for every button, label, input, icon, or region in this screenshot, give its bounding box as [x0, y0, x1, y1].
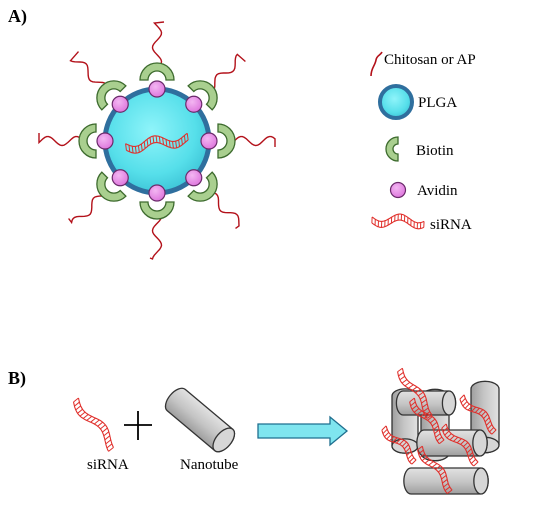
sirna-nanotube-complex — [381, 367, 500, 495]
avidin-sphere — [96, 132, 114, 150]
nanotube-icon — [164, 387, 236, 453]
avidin-spheres — [96, 80, 218, 202]
right-arrow-icon — [257, 415, 349, 447]
legend: Chitosan or AP PLGA Biotin Avidin siRNA — [370, 51, 476, 233]
biotin-shell — [187, 171, 218, 202]
chitosan-chain — [151, 21, 165, 70]
avidin-sphere — [148, 80, 166, 98]
chitosan-chain — [228, 135, 276, 147]
avidin-sphere — [111, 95, 129, 113]
chitosan-chain — [210, 53, 246, 94]
complex-tube — [403, 467, 489, 495]
avidin-icon — [389, 181, 407, 199]
chitosan-chain — [149, 212, 163, 260]
complex-tube — [416, 429, 488, 457]
legend-label-plga: PLGA — [418, 95, 457, 111]
legend-item-avidin: Avidin — [389, 181, 458, 199]
nanoparticle-group — [38, 21, 276, 260]
core-sirna-icon — [125, 132, 189, 154]
legend-label-biotin: Biotin — [416, 143, 454, 159]
biotin-shell — [139, 201, 175, 220]
panel-b-label: B) — [8, 368, 26, 389]
sirna-strand-icon — [72, 397, 114, 452]
avidin-sphere — [200, 132, 218, 150]
plus-sign — [124, 411, 152, 440]
plga-icon — [378, 84, 414, 120]
legend-item-plga: PLGA — [378, 84, 457, 120]
chitosan-chain — [207, 191, 240, 229]
nanotube-label: Nanotube — [180, 457, 239, 473]
biotin-shell — [78, 123, 97, 159]
panel-a-label: A) — [8, 6, 27, 27]
sirna-icon — [371, 213, 425, 230]
legend-item-chitosan: Chitosan or AP — [370, 51, 476, 77]
legend-item-sirna: siRNA — [371, 213, 472, 233]
avidin-sphere — [185, 169, 203, 187]
legend-item-biotin: Biotin — [385, 136, 454, 162]
avidin-sphere — [111, 169, 129, 187]
chitosan-chains — [38, 21, 276, 260]
biotin-icon — [385, 136, 399, 162]
biotin-shell — [217, 123, 236, 159]
biotin-shells — [78, 62, 236, 220]
nanotube-body — [164, 387, 236, 453]
complex-tube — [395, 390, 457, 416]
legend-label-chitosan: Chitosan or AP — [384, 52, 476, 68]
avidin-sphere — [185, 95, 203, 113]
sirna-label: siRNA — [87, 457, 129, 473]
chitosan-chain — [68, 194, 110, 225]
biotin-shell — [96, 80, 127, 111]
chitosan-chain — [69, 51, 109, 89]
legend-label-avidin: Avidin — [417, 183, 458, 199]
biotin-shell — [187, 80, 218, 111]
chitosan-chain-icon — [370, 51, 383, 77]
biotin-shell — [139, 62, 175, 81]
biotin-shell — [96, 171, 127, 202]
legend-label-sirna: siRNA — [430, 217, 472, 233]
chitosan-chain — [38, 133, 86, 147]
avidin-sphere — [148, 184, 166, 202]
